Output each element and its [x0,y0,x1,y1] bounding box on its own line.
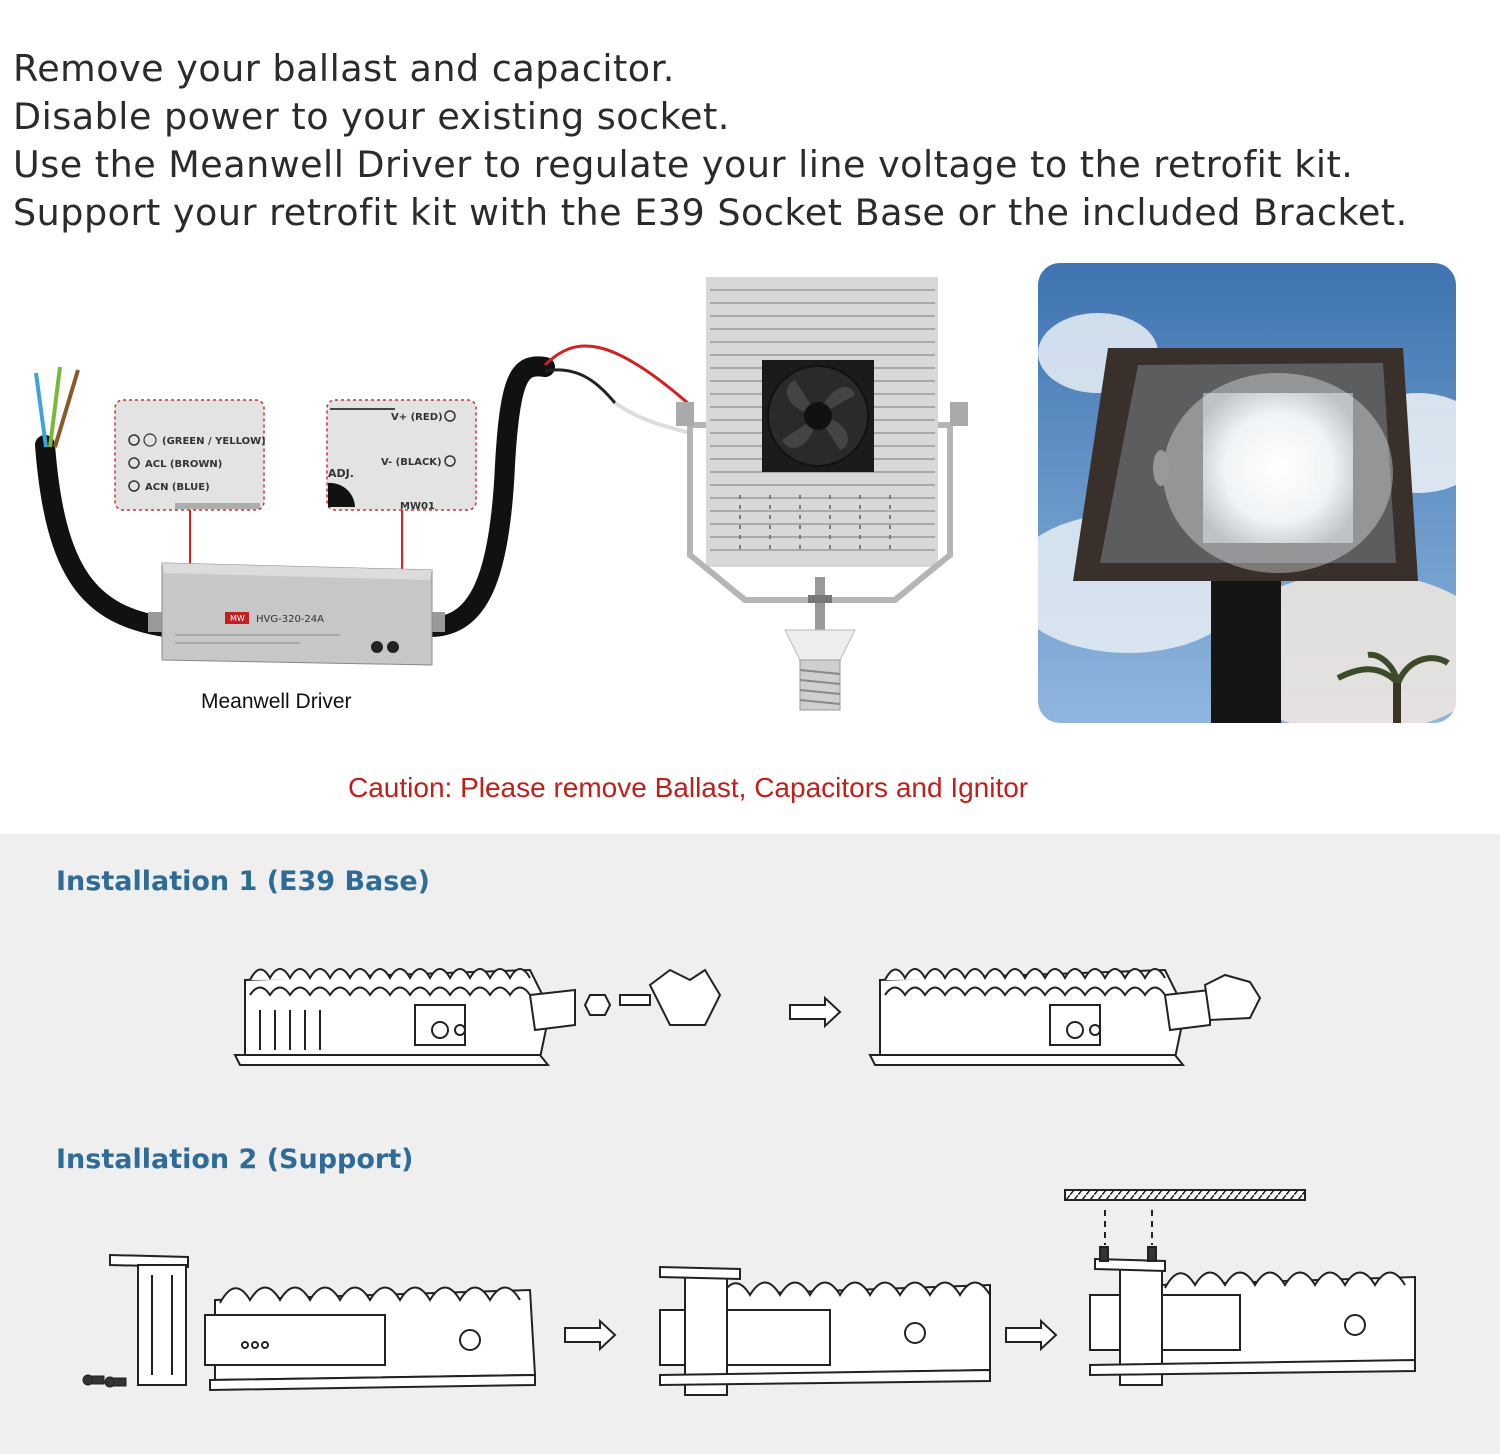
heatsink-unit [204,1286,537,1392]
heatsink-unit [233,968,576,1066]
installation-1-diagram [233,968,1262,1066]
installation-2-title: Installation 2 (Support) [56,1144,414,1175]
wiring-diagram: (GREEN / YELLOW) ACL (BROWN) ACN (BLUE) … [34,277,968,711]
vminus-label: V- (BLACK) [381,457,442,468]
assembled-unit [868,968,1262,1066]
caution-text: Caution: Please remove Ballast, Capacito… [348,772,1029,803]
driver-caption: Meanwell Driver [201,690,352,713]
input-label-panel: (GREEN / YELLOW) ACL (BROWN) ACN (BLUE) [114,399,266,511]
meanwell-driver: MW HVG-320-24A [148,562,445,666]
arrow-icon [564,1318,617,1352]
output-cable [420,344,691,637]
meanwell-logo [225,612,249,624]
installation-1-title: Installation 1 (E39 Base) [56,866,430,897]
instruction-step: Disable power to your existing socket. [13,95,730,138]
screw-icon [82,1374,127,1388]
bracket-attached-unit [659,1265,991,1396]
arrow-icon [1005,1318,1058,1352]
vplus-label: V+ (RED) [391,412,443,423]
mains-cable [34,366,175,637]
adj-label: ADJ. [328,467,354,480]
installed-fixture-photo [1038,263,1456,723]
panel-code: MW01 [400,501,435,512]
mounting-bracket [109,1253,189,1386]
output-label-panel: V+ (RED) V- (BLACK) ADJ. MW01 [326,399,477,512]
e39-base-icon [648,968,722,1026]
retrofit-kit [676,277,968,711]
nut-icon [583,994,612,1016]
ground-label: (GREEN / YELLOW) [162,436,266,447]
instruction-step: Use the Meanwell Driver to regulate your… [13,143,1354,186]
instruction-step: Remove your ballast and capacitor. [13,47,675,90]
ground-icon [143,433,157,447]
driver-model: HVG-320-24A [256,614,324,625]
ceiling-mounted-unit [1064,1189,1416,1386]
instruction-list: Remove your ballast and capacitor. Disab… [13,45,1408,237]
instruction-step: Support your retrofit kit with the E39 S… [13,191,1408,234]
arrow-icon [789,995,842,1029]
installation-2-diagram [82,1189,1416,1396]
meanwell-brand: MW [230,614,245,623]
acn-label: ACN (BLUE) [145,482,210,493]
bolt-icon [619,994,651,1006]
acl-label: ACL (BROWN) [145,459,222,470]
